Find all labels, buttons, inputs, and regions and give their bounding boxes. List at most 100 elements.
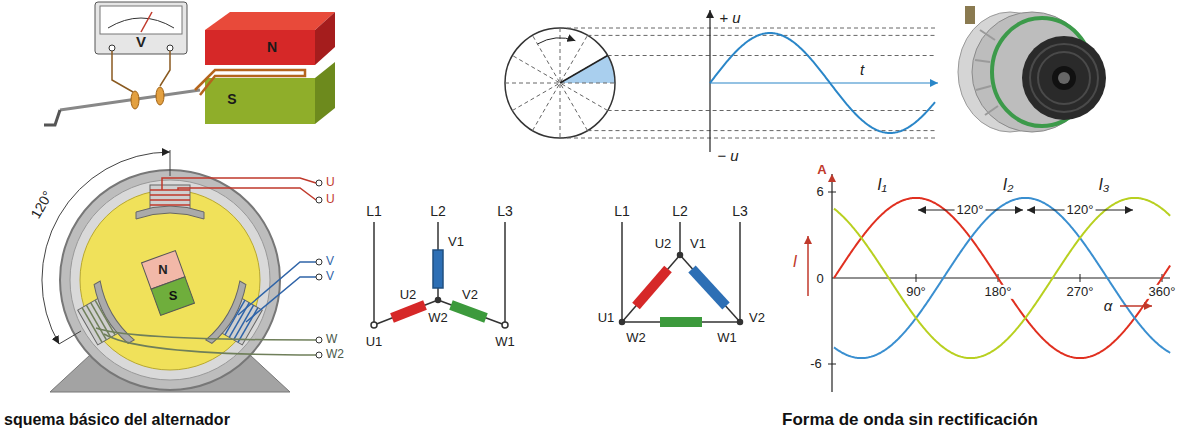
alternator-schematic [246, 277, 316, 322]
curve-label: I₂ [1001, 176, 1016, 194]
axis-label: + u [719, 10, 740, 27]
stator-pole [91, 303, 111, 338]
delta-connection [622, 255, 680, 322]
delta-connection [620, 222, 743, 325]
winding-end-label: V1 [448, 235, 464, 249]
star-connection [433, 250, 443, 288]
delta-connection [692, 269, 726, 306]
stator-pole [150, 190, 190, 205]
alternator-schematic [316, 259, 322, 265]
winding-end-label: U1 [598, 311, 615, 325]
delta-connection [622, 321, 740, 323]
stator-pole [225, 300, 245, 335]
tick-label: -6 [810, 357, 822, 371]
alternator-picture [975, 30, 998, 115]
tick-label: 270° [1065, 285, 1096, 299]
phasor-diagram [608, 55, 935, 56]
delta-connection [636, 269, 668, 306]
phase-curves [834, 198, 1170, 358]
generator-model [44, 2, 335, 125]
line-label: L2 [672, 204, 688, 219]
alternator-picture [1038, 52, 1090, 104]
alternator-picture [975, 60, 990, 62]
pole-label: S [227, 92, 236, 107]
axis-label: − u [717, 148, 738, 165]
tick-label: 0 [816, 272, 823, 286]
star-connection [451, 305, 486, 318]
alternator-schematic [238, 262, 316, 315]
delta-connection [680, 255, 740, 322]
alternator-picture [1052, 66, 1076, 90]
generator-model [44, 110, 60, 125]
winding-end-label: U1 [366, 335, 383, 349]
alternator-schematic [316, 180, 322, 186]
alternator-schematic [96, 328, 316, 340]
alternator-schematic [170, 150, 171, 176]
phasor-diagram [538, 38, 576, 44]
terminal-label: V [326, 255, 334, 268]
pole-label: N [267, 40, 277, 55]
winding-end-label: W1 [495, 335, 515, 349]
alternator-schematic [80, 190, 260, 370]
rotor-magnet [142, 251, 195, 316]
alternator-picture [976, 86, 991, 90]
delta-connection [620, 320, 625, 325]
caption: Forma de onda sin rectificación [782, 411, 1038, 430]
terminal-label: W2 [326, 348, 344, 361]
stator-pole [71, 281, 134, 357]
phasor-diagram [505, 10, 938, 152]
phasor-diagram [560, 56, 608, 84]
stator-pole [225, 300, 258, 342]
alternator-schematic [59, 331, 81, 344]
phase-curve [834, 198, 1170, 358]
tick-label: 90° [904, 285, 928, 299]
generator-model [60, 90, 200, 110]
curve-label: I₃ [1097, 176, 1112, 194]
generator-model [95, 2, 187, 54]
stator-pole [206, 281, 269, 357]
star-connection [436, 298, 441, 303]
stator-pole [136, 185, 204, 219]
phasor-diagram [608, 110, 935, 111]
curve-label: I₁ [875, 176, 889, 194]
caption: squema básico del alternador [4, 411, 230, 429]
star-connection [392, 305, 425, 318]
stator-pole [206, 281, 251, 346]
phase-curve [834, 198, 1170, 358]
generator-model [160, 51, 170, 86]
three-phase-chart [1080, 274, 1081, 282]
stator-pole [89, 281, 134, 346]
three-phase-chart [828, 192, 836, 193]
generator-model [195, 70, 305, 95]
generator-model [109, 45, 115, 51]
stator-pole [86, 305, 106, 340]
three-phase-chart [828, 364, 836, 365]
tick-label: 180° [983, 285, 1014, 299]
alternator-picture [958, 6, 1106, 132]
star-connection [371, 222, 508, 328]
winding-end-label: V2 [462, 288, 478, 302]
alternator-schematic [316, 180, 322, 358]
alternator-schematic [316, 274, 322, 280]
generator-model [141, 12, 152, 32]
unit-label: A [817, 163, 826, 177]
phasor-diagram [560, 138, 935, 139]
axis-label: I [793, 253, 797, 271]
rotor-magnet [151, 277, 194, 316]
star-connection [438, 300, 505, 325]
terminal-label: U [326, 176, 335, 189]
line-label: L1 [366, 204, 382, 219]
alternator-schematic [104, 334, 316, 355]
three-phase-chart [831, 174, 832, 392]
delta-connection [678, 253, 683, 258]
three-phase-chart [916, 274, 1162, 282]
stator-pole [150, 189, 190, 191]
alternator-schematic [70, 180, 270, 380]
delta-connection [621, 222, 623, 322]
star-connection [502, 322, 508, 328]
stator-pole [150, 194, 190, 196]
generator-model [167, 45, 173, 51]
stator-pole [95, 300, 115, 335]
line-label: L2 [430, 204, 446, 219]
